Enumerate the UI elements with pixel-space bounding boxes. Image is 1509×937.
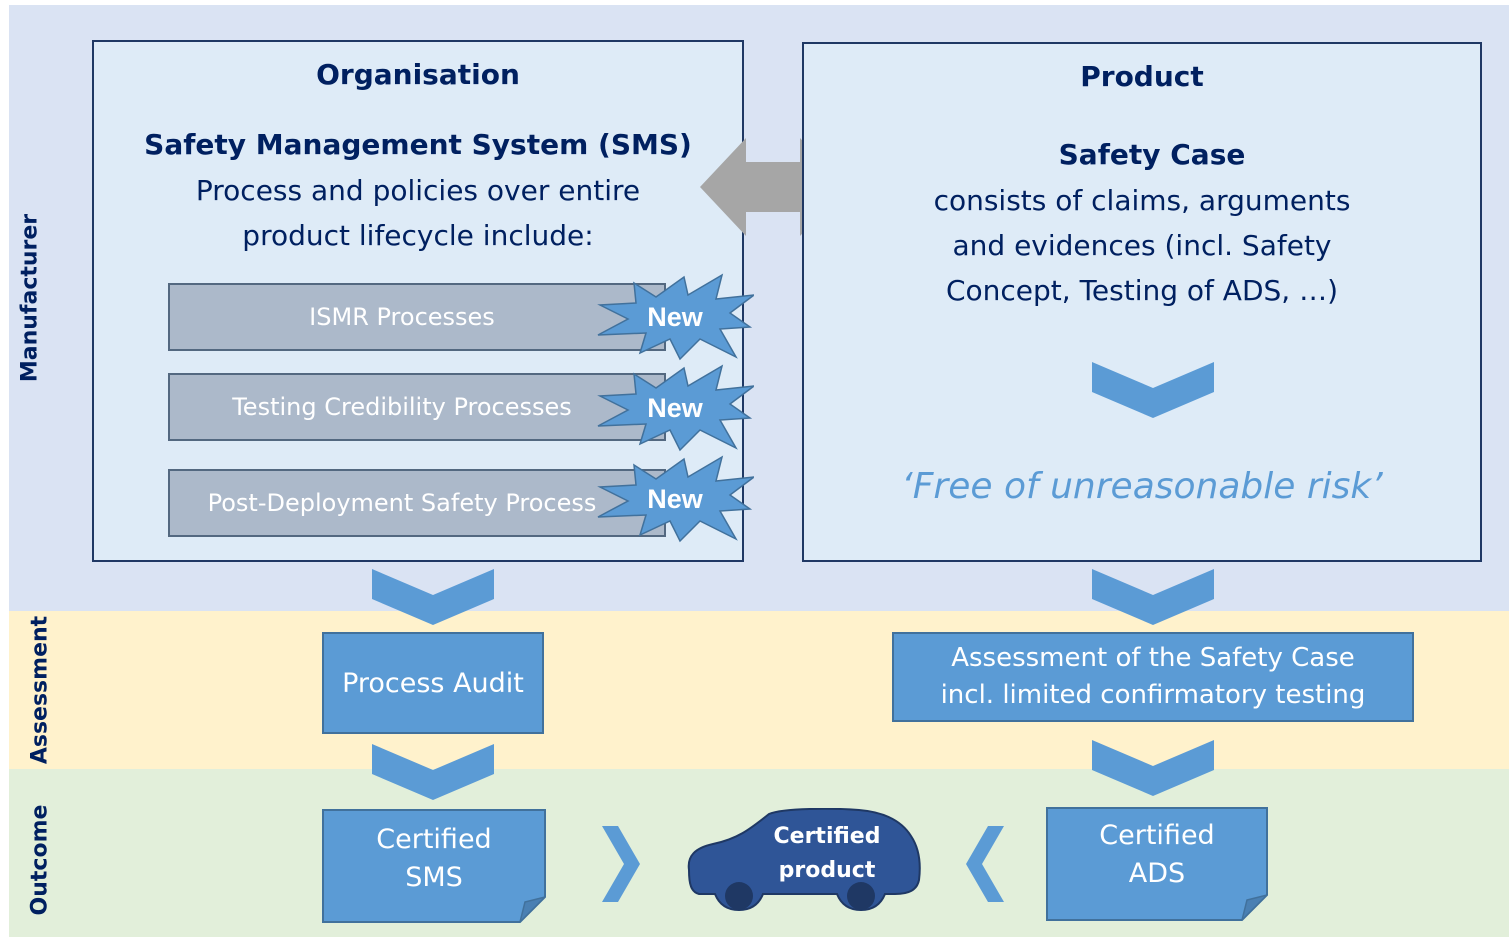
certified-ads-line1: Certified xyxy=(1099,820,1215,851)
chevron-down-icon xyxy=(1092,740,1214,796)
certified-ads-document: Certified ADS xyxy=(1046,807,1270,923)
certified-sms-line1: Certified xyxy=(376,824,492,855)
car-icon xyxy=(687,808,921,912)
product-panel: Product Safety Case consists of claims, … xyxy=(802,42,1482,562)
new-badge-text: New xyxy=(647,301,703,332)
chevron-down-icon xyxy=(1092,569,1214,625)
sms-heading: Safety Management System (SMS) xyxy=(144,128,692,161)
new-badge-text: New xyxy=(647,392,703,423)
safety-case-line1: consists of claims, arguments xyxy=(933,184,1351,217)
process-ismr: ISMR Processes xyxy=(168,283,666,351)
starburst-icon xyxy=(597,364,757,452)
process-testing-credibility-label: Testing Credibility Processes xyxy=(232,393,572,421)
certified-sms-line2: SMS xyxy=(405,862,463,893)
certified-product-label: Certified product xyxy=(752,820,902,888)
outcome-label: Outcome xyxy=(27,804,53,916)
new-badge-testing: New xyxy=(596,364,757,452)
starburst-icon xyxy=(597,273,757,361)
safety-case-assessment-box: Assessment of the Safety Case incl. limi… xyxy=(892,632,1414,722)
new-badge-text: New xyxy=(647,483,703,514)
safety-case-assessment-line2: incl. limited confirmatory testing xyxy=(940,680,1366,710)
certified-sms-document: Certified SMS xyxy=(322,809,548,925)
safety-case-line3: Concept, Testing of ADS, …) xyxy=(945,274,1339,307)
certified-product-line1: Certified xyxy=(773,824,881,849)
free-of-unreasonable-risk: ‘Free of unreasonable risk’ xyxy=(901,466,1383,507)
chevron-down-icon xyxy=(372,744,494,800)
safety-case-heading: Safety Case xyxy=(1058,138,1246,171)
process-audit-label: Process Audit xyxy=(342,667,524,699)
process-audit-box: Process Audit xyxy=(322,632,544,734)
chevron-left-icon xyxy=(966,826,1004,902)
chevron-down-icon xyxy=(1092,362,1214,418)
chevron-down-icon xyxy=(372,569,494,625)
assessment-label: Assessment xyxy=(27,615,53,765)
document-icon xyxy=(1046,807,1270,923)
organisation-title: Organisation xyxy=(316,58,520,91)
process-ismr-label: ISMR Processes xyxy=(309,303,495,331)
sms-description-line1: Process and policies over entire xyxy=(195,174,641,207)
new-badge-post-deployment: New xyxy=(596,455,757,543)
certified-product-line2: product xyxy=(778,858,876,883)
product-title: Product xyxy=(1080,60,1204,93)
new-badge-ismr: New xyxy=(596,273,757,361)
safety-case-assessment-line1: Assessment of the Safety Case xyxy=(951,643,1355,673)
starburst-icon xyxy=(597,455,757,543)
sms-description-line2: product lifecycle include: xyxy=(242,219,594,252)
process-testing-credibility: Testing Credibility Processes xyxy=(168,373,666,441)
certified-ads-line2: ADS xyxy=(1128,858,1186,889)
chevron-right-icon xyxy=(602,826,640,902)
safety-case-line2: and evidences (incl. Safety xyxy=(952,229,1332,262)
process-post-deployment-label: Post-Deployment Safety Process xyxy=(207,489,597,517)
manufacturer-label: Manufacturer xyxy=(17,213,43,383)
process-post-deployment: Post-Deployment Safety Process xyxy=(168,469,666,537)
document-icon xyxy=(322,809,548,925)
